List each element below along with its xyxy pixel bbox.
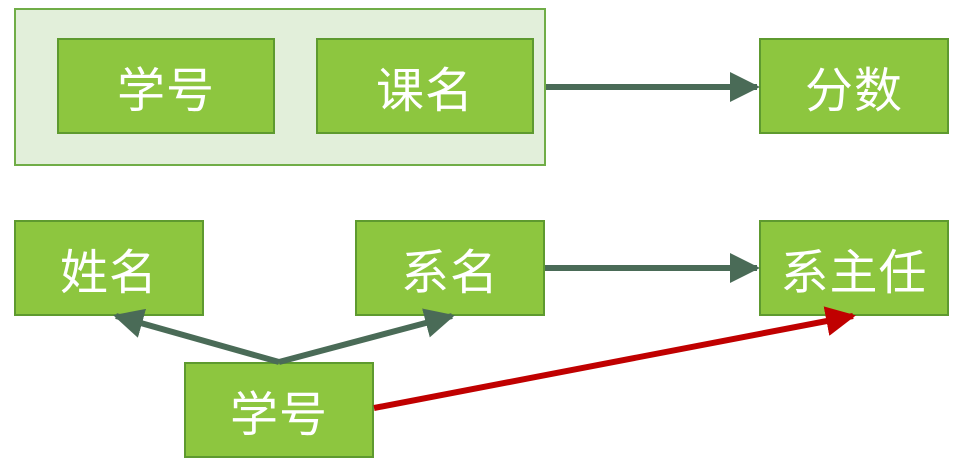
arrow-student-to-name bbox=[113, 308, 280, 365]
node-course-name: 课名 bbox=[316, 38, 534, 134]
node-student-id: 学号 bbox=[184, 362, 374, 458]
node-dept-name: 系名 bbox=[355, 220, 545, 316]
node-score: 分数 bbox=[759, 38, 949, 134]
node-student-id-key: 学号 bbox=[57, 38, 275, 134]
node-name: 姓名 bbox=[14, 220, 204, 316]
arrow-student-to-dept bbox=[278, 308, 455, 365]
arrow-student-to-head-transitive bbox=[373, 306, 856, 411]
